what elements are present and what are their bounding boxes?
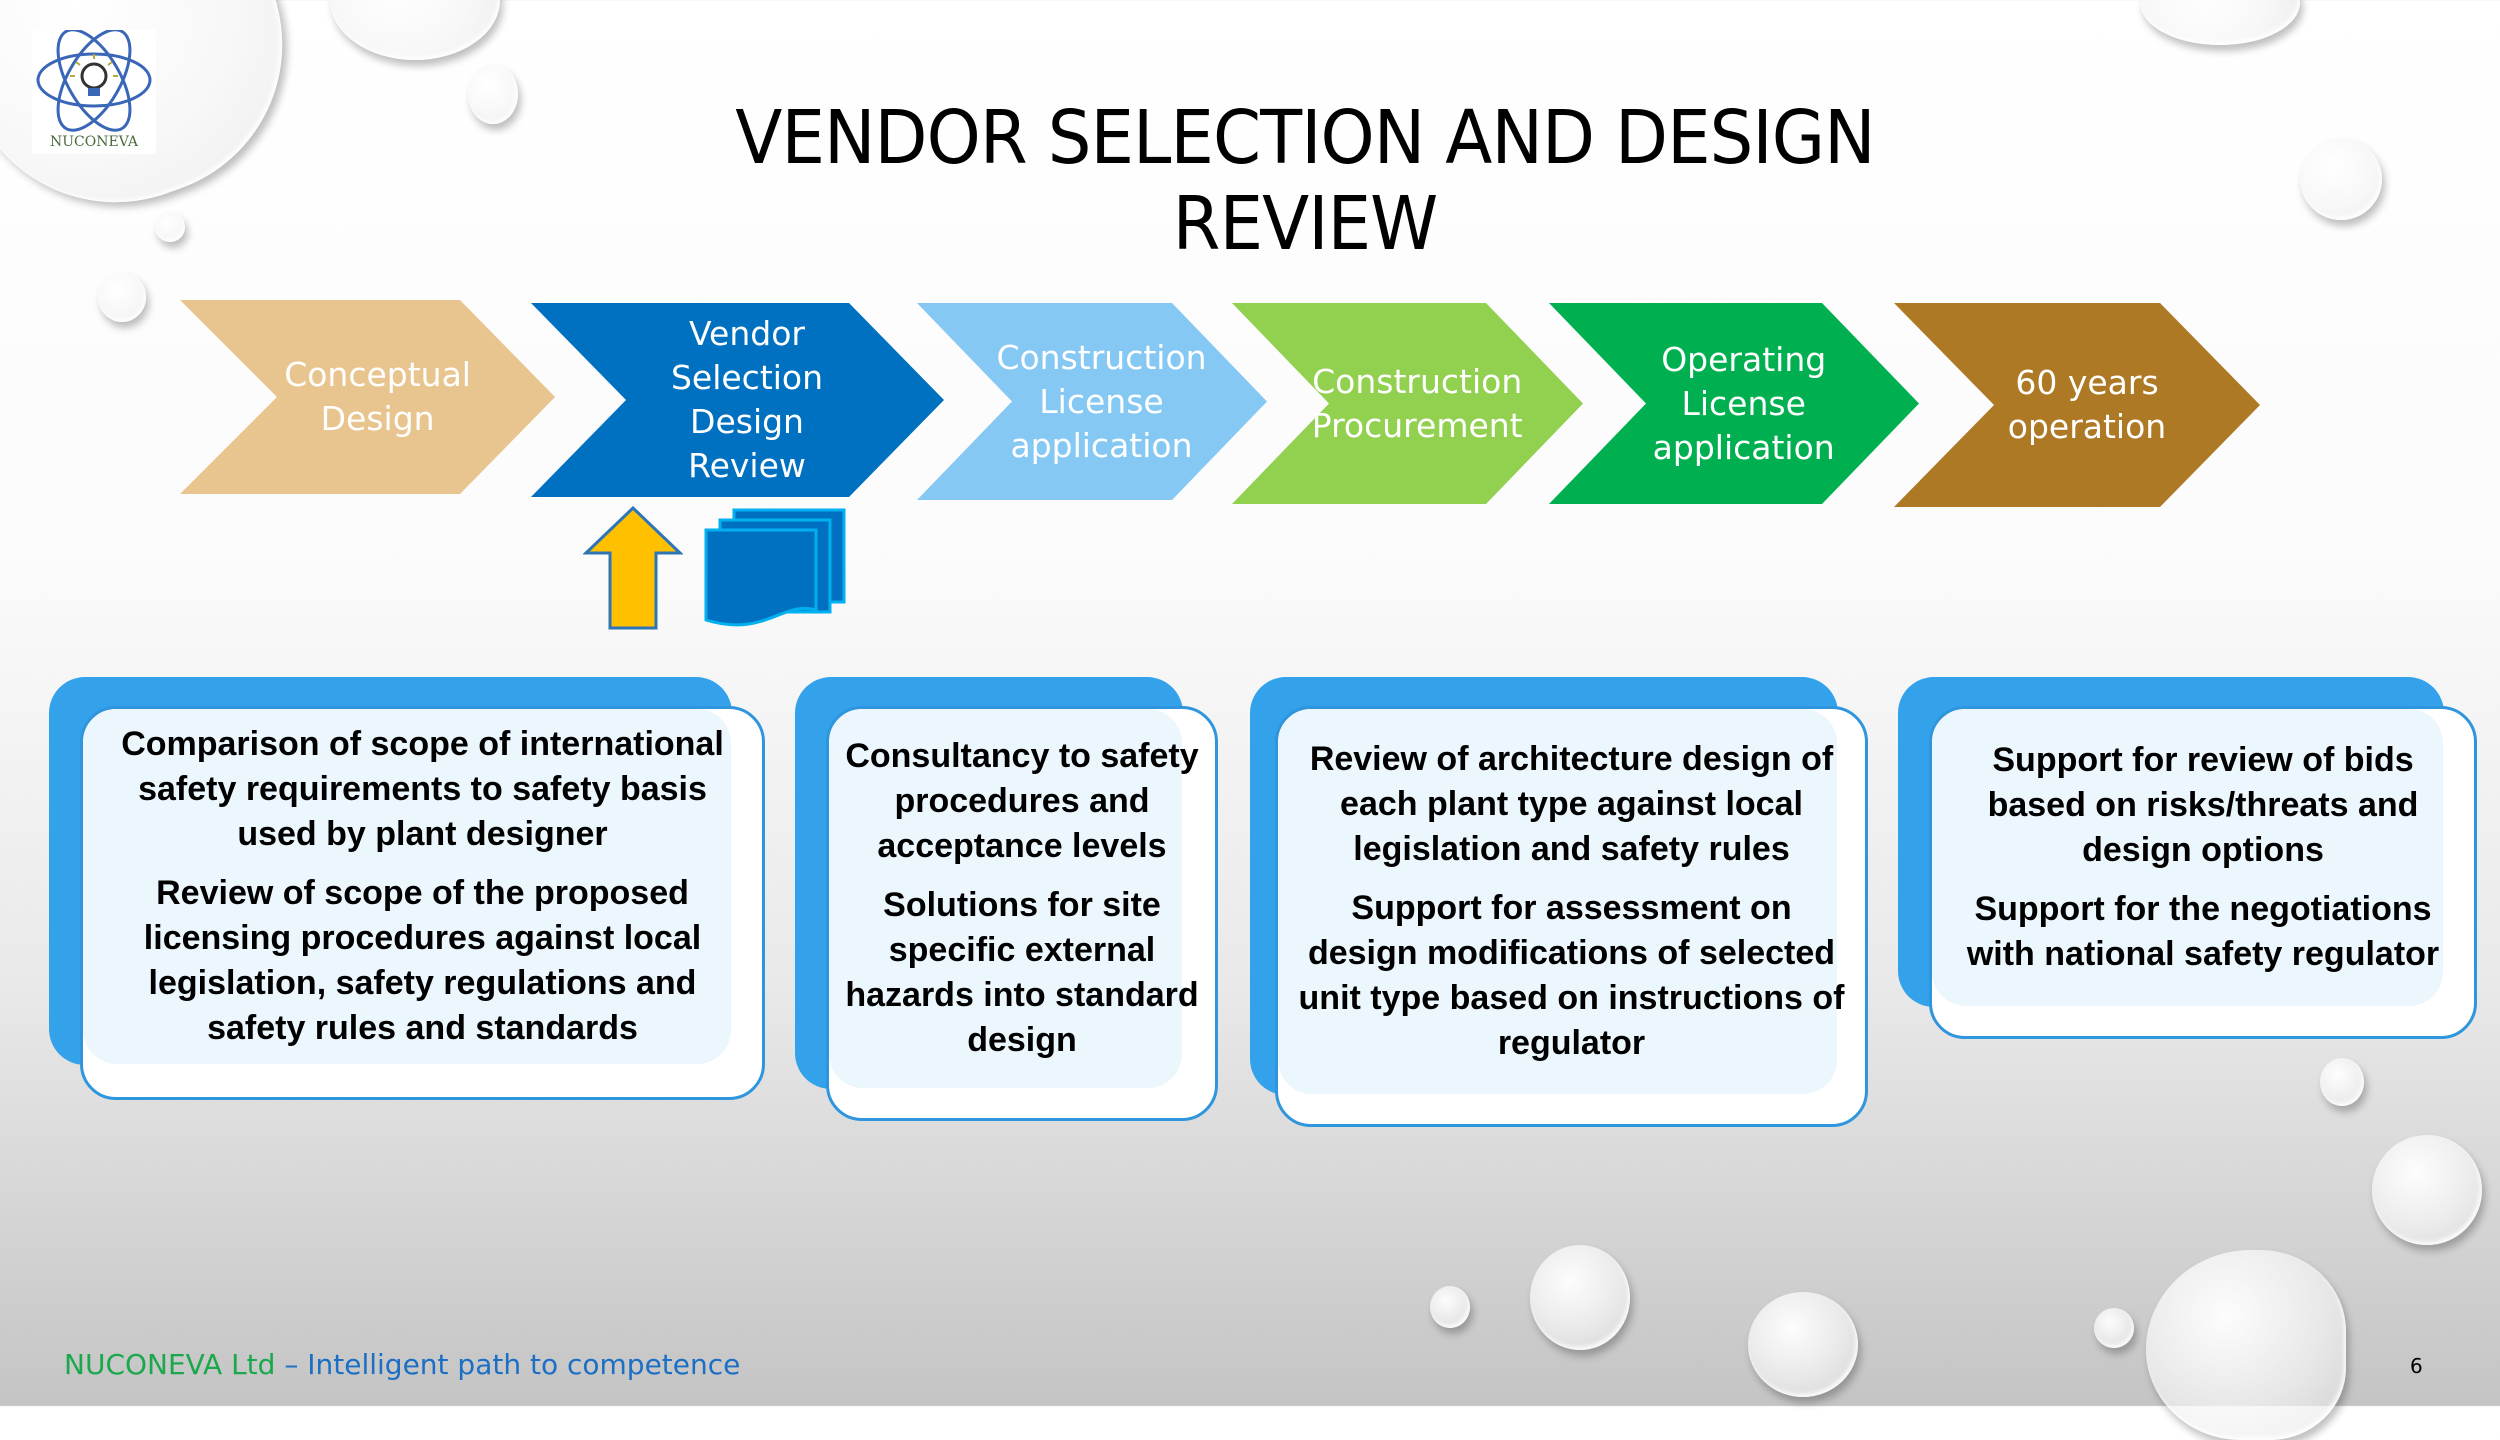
decorative-bubble [2140,0,2300,45]
service-box-paragraph: Consultancy to safety procedures and acc… [845,737,1199,865]
atom-lightbulb-icon: NUCONEVA [36,28,152,150]
chevron-shape [1232,303,1583,504]
process-step-label-line: application [1010,425,1193,465]
service-box-paragraph: Support for review of bids based on risk… [1987,741,2419,869]
decorative-bubble [155,212,185,242]
service-box-paragraph: Support for assessment on design modific… [1298,889,1845,1062]
chevron-shape [917,303,1267,500]
footer-separator: – [275,1348,308,1381]
service-box-paragraph: Solutions for site specific external haz… [845,886,1199,1059]
decorative-bubble [468,64,518,124]
service-box-highlight [1932,709,2443,1006]
decorative-bubble [2320,1058,2364,1106]
decorative-bubble [2300,138,2382,220]
process-step-label-line: Conceptual [284,355,471,394]
service-box-paragraph: Review of scope of the proposed licensin… [143,874,702,1047]
page-number: 6 [2410,1354,2423,1378]
service-box-text: Comparison of scope of international saf… [98,718,747,1055]
decorative-bubble [2094,1308,2134,1348]
process-step-label-line: application [1652,427,1835,467]
decorative-bubble [1430,1286,1470,1328]
slide-title: VENDOR SELECTION AND DESIGN REVIEW [735,95,1875,267]
up-arrow-icon [582,505,684,631]
chevron-shape [180,300,555,494]
chevron-shape [1894,303,2260,507]
chevron-shape [531,303,944,497]
footer: NUCONEVA Ltd – Intelligent path to compe… [64,1348,740,1381]
process-step-label-line: operation [2007,407,2167,446]
process-step-label-line: 60 years [2015,363,2159,402]
multi-document-icon [704,508,848,630]
decorative-bubble [1748,1292,1858,1397]
service-box-paragraph: Support for the negotiations with nation… [1966,890,2440,973]
decorative-bubble [1530,1245,1630,1350]
process-step-label: 60 years operation [1894,303,2260,507]
decorative-bubble [98,272,146,322]
service-box-text: Review of architecture design of each pl… [1293,718,1850,1085]
nuconeva-logo: NUCONEVA [32,28,156,154]
chevron-shape [1549,303,1919,504]
process-step-label-line: Review [688,446,806,485]
process-step-label-line: Design [690,402,804,441]
service-box-highlight [1278,709,1837,1094]
service-box-text: Support for review of bids based on risk… [1947,718,2459,997]
process-step-label-line: Vendor [689,314,805,353]
decorative-bubble [2146,1250,2346,1440]
decorative-bubble [330,0,500,60]
process-step-label-line: License [1039,381,1164,421]
svg-text:NUCONEVA: NUCONEVA [50,134,139,150]
process-step-label-line: Construction [996,337,1207,377]
process-step-label-line: License [1681,383,1806,423]
process-step-chevron: 60 years operation [1894,303,2260,507]
service-box-highlight [83,709,731,1064]
process-step-label-line: Operating [1661,339,1827,379]
footer-company: NUCONEVA Ltd [64,1348,276,1381]
process-step-label-line: Selection [670,358,824,397]
process-step-label-line: Design [320,399,435,438]
service-box-paragraph: Comparison of scope of international saf… [121,725,724,853]
service-box-paragraph: Review of architecture design of each pl… [1309,740,1834,868]
service-box-text: Consultancy to safety procedures and acc… [844,718,1200,1079]
process-step-label-line: Procurement [1311,405,1523,445]
decorative-bubble [2372,1135,2482,1245]
process-step-label-line: Construction [1312,361,1523,401]
service-box-highlight [829,709,1182,1088]
footer-tagline: Intelligent path to competence [307,1348,741,1381]
